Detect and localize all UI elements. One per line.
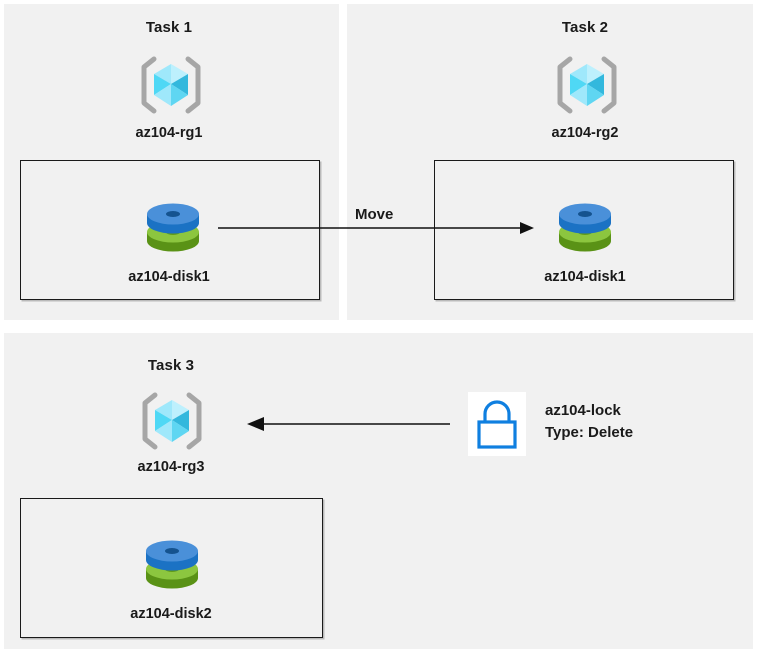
task1-title: Task 1 (145, 19, 193, 36)
disk2-label: az104-disk2 (130, 606, 212, 622)
move-arrow-label: Move (355, 206, 394, 223)
resource-group-cube-icon (141, 392, 203, 450)
task3-title: Task 3 (147, 357, 195, 374)
rg3-label: az104-rg3 (137, 459, 205, 475)
rg2-label: az104-rg2 (551, 125, 619, 141)
managed-disk-icon (556, 199, 614, 255)
lock-arrow-icon (247, 417, 450, 431)
disk1-moved-label: az104-disk1 (544, 269, 626, 285)
lock-type: Type: Delete (545, 424, 634, 441)
resource-group-cube-icon (556, 56, 618, 114)
task2-title: Task 2 (561, 19, 609, 36)
lock-name: az104-lock (545, 402, 621, 419)
managed-disk-icon (143, 536, 201, 592)
task1-disk-container (20, 160, 320, 300)
managed-disk-icon (144, 199, 202, 255)
rg1-label: az104-rg1 (135, 125, 203, 141)
padlock-icon (468, 392, 526, 456)
move-arrow-icon (218, 222, 534, 234)
disk1-label: az104-disk1 (128, 269, 210, 285)
resource-group-cube-icon (140, 56, 202, 114)
lock-caption: az104-lock Type: Delete (545, 400, 633, 444)
